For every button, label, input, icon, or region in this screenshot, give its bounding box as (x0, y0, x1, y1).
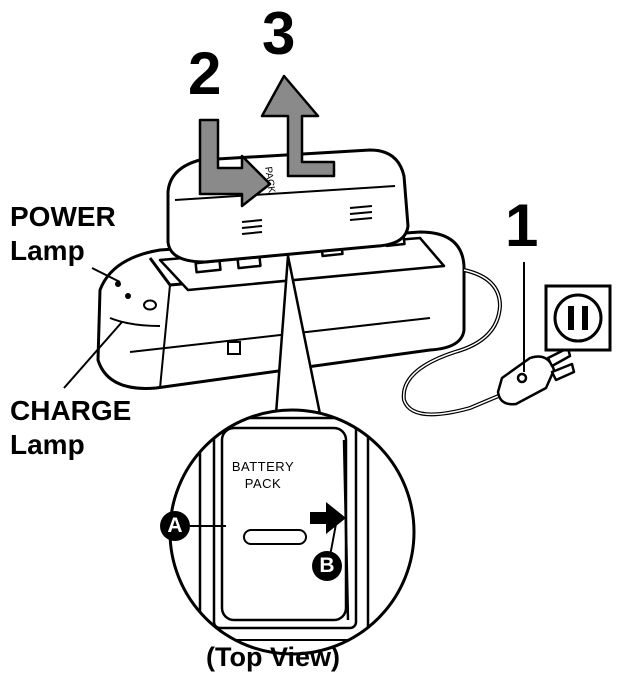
step-1-label: 1 (505, 192, 539, 259)
marker-b: B (312, 551, 342, 581)
battery-pack-label-line1: BATTERY (231, 459, 295, 474)
charge-lamp-label-line2: Lamp (10, 429, 85, 460)
lift-arrow (260, 74, 336, 178)
charge-leader (63, 321, 123, 389)
charge-lamp-label: CHARGE Lamp (10, 394, 131, 462)
slide-arrow (310, 502, 346, 534)
battery-pack-label-line2: PACK (244, 476, 282, 491)
top-view-detail (168, 408, 416, 656)
power-cord (401, 268, 509, 417)
push-arrow (198, 118, 272, 208)
marker-a: A (160, 511, 190, 541)
power-lamp-label: POWER Lamp (10, 200, 116, 268)
battery-pack-label: BATTERY PACK (218, 458, 308, 492)
wall-outlet-icon (544, 284, 612, 352)
top-view-caption: (Top View) (206, 642, 340, 672)
power-plug (496, 346, 576, 406)
step-2-label: 2 (188, 40, 222, 107)
dc-jack (227, 341, 241, 355)
step-3-label: 3 (262, 0, 296, 67)
power-lamp-label-line1: POWER (10, 201, 116, 232)
charge-lamp-label-line1: CHARGE (10, 395, 132, 426)
power-lamp-label-line2: Lamp (10, 235, 85, 266)
power-leader (91, 267, 121, 283)
detail-callout (274, 254, 322, 415)
marker-b-leader (329, 523, 337, 557)
